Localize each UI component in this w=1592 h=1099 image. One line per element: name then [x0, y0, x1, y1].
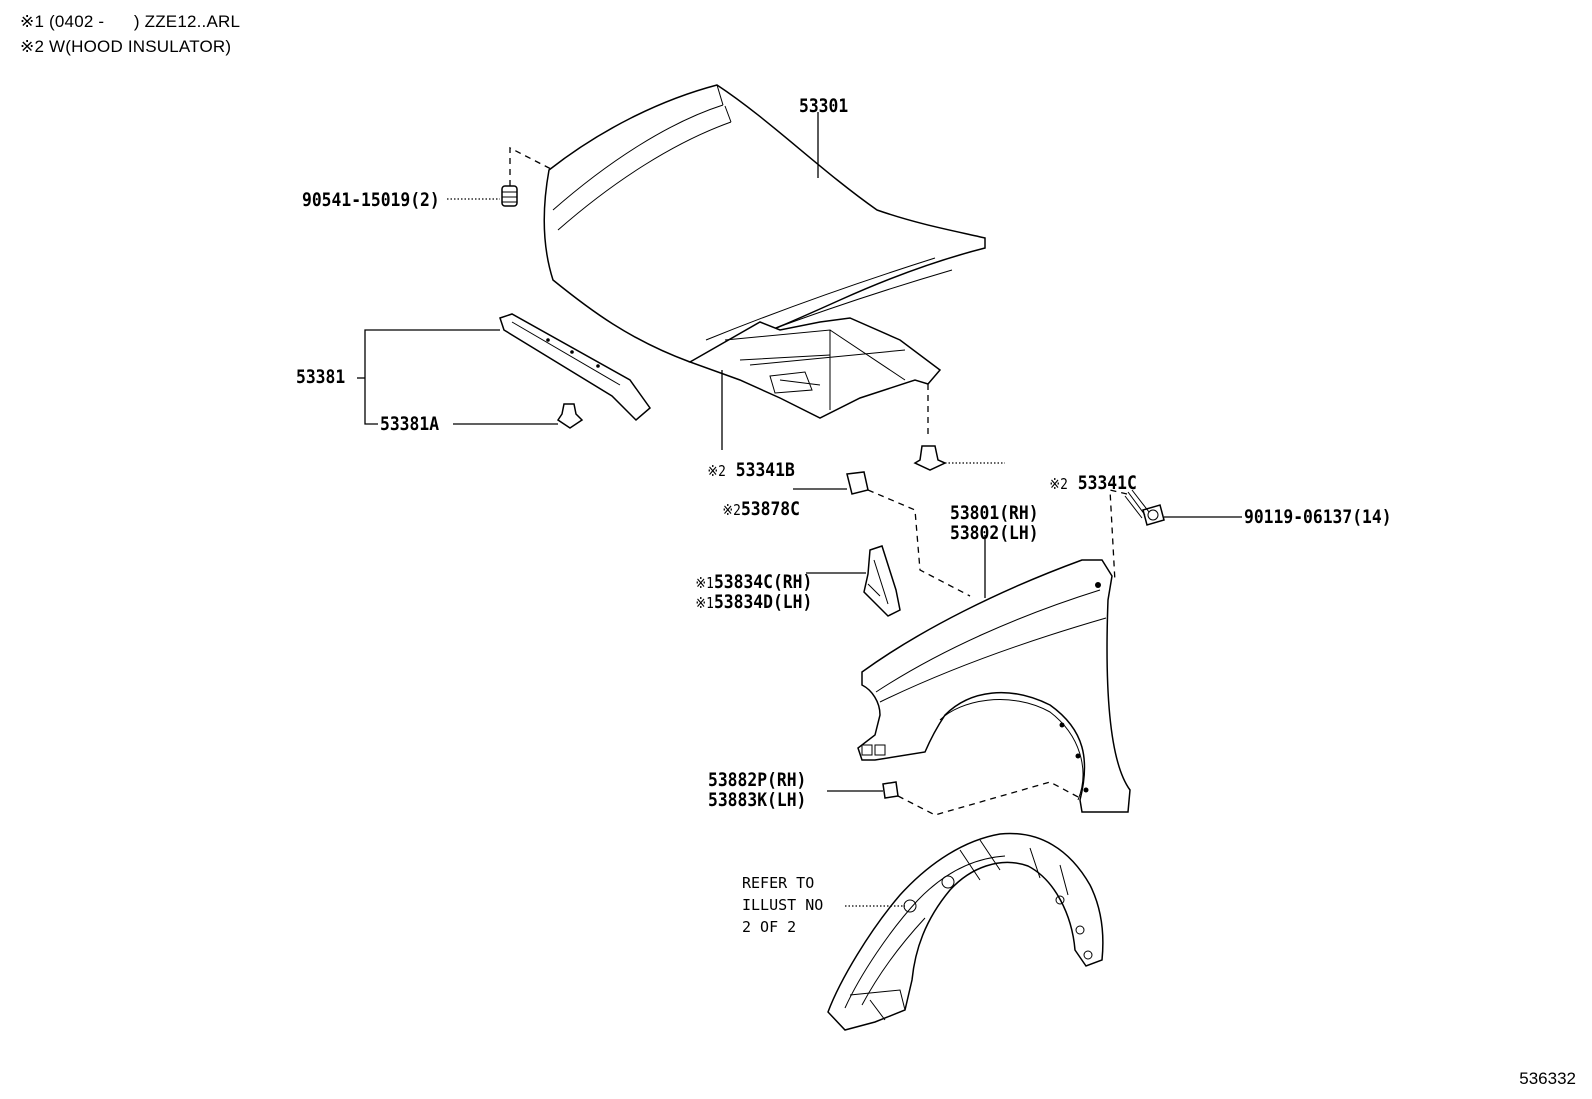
seal-mark-lh: ※1	[695, 594, 714, 612]
fender-seal[interactable]	[863, 545, 901, 617]
fender-liner[interactable]	[827, 832, 1104, 1031]
dash-cushion	[867, 489, 971, 597]
hood-cushion-icon[interactable]	[846, 471, 869, 495]
refer-line-3: 2 OF 2	[742, 918, 797, 936]
insulator-mark: ※2	[707, 462, 726, 480]
note-2: ※2 W(HOOD INSULATOR)	[20, 37, 232, 56]
refer-line-2: ILLUST NO	[742, 896, 824, 914]
label-insulator-clip: 53341C	[1077, 472, 1137, 494]
label-hood-bolt[interactable]: 90541-15019(2)	[302, 189, 440, 211]
label-insulator-row[interactable]: ※2 53341B	[668, 440, 795, 501]
refer-line-1: REFER TO	[742, 874, 815, 892]
insulator-clip-mark: ※2	[1049, 475, 1068, 493]
label-hood[interactable]: 53301	[799, 95, 849, 117]
label-nut-rh[interactable]: 53882P(RH)	[708, 769, 807, 791]
hood-insulator[interactable]	[688, 317, 942, 419]
hood-seal-clip-icon[interactable]	[556, 403, 584, 429]
label-insulator-clip-row[interactable]: ※2 53341C	[1010, 453, 1137, 514]
fender-bolt-icon[interactable]	[1124, 489, 1165, 526]
dash-hood-bolt	[509, 146, 554, 186]
hood-bolt-icon[interactable]	[501, 185, 518, 207]
label-seal-lh-row[interactable]: ※153834D(LH)	[656, 572, 812, 633]
label-fender-rh[interactable]: 53801(RH)	[950, 502, 1039, 524]
label-seal-rh: 53834C(RH)	[713, 571, 813, 593]
leader-hood-seal-bracket	[364, 329, 500, 425]
label-hood-seal[interactable]: 53381	[296, 366, 346, 388]
insulator-clip-icon[interactable]	[913, 445, 947, 471]
label-seal-rh-row[interactable]: ※153834C(RH)	[656, 552, 812, 613]
label-cushion: 53878C	[740, 498, 800, 520]
label-fender-lh[interactable]: 53802(LH)	[950, 522, 1039, 544]
label-nut-lh[interactable]: 53883K(LH)	[708, 789, 807, 811]
dash-nut	[897, 781, 1081, 816]
hood-seal[interactable]	[499, 313, 652, 422]
label-seal-lh: 53834D(LH)	[713, 591, 813, 613]
dash-fender-bolt	[1109, 489, 1128, 583]
label-fender-bolt[interactable]: 90119-06137(14)	[1244, 506, 1392, 528]
hood-panel[interactable]	[543, 84, 986, 363]
note-1: ※1 (0402 - ) ZZE12..ARL	[20, 12, 241, 31]
illustration-code: 536332	[1519, 1069, 1576, 1088]
fender-nut-icon[interactable]	[882, 781, 899, 799]
front-fender[interactable]	[857, 559, 1131, 813]
label-hood-seal-clip[interactable]: 53381A	[380, 413, 440, 435]
seal-mark-rh: ※1	[695, 574, 714, 592]
label-cushion-row[interactable]: ※253878C	[683, 479, 800, 540]
label-insulator: 53341B	[735, 459, 795, 481]
cushion-mark: ※2	[722, 501, 741, 519]
